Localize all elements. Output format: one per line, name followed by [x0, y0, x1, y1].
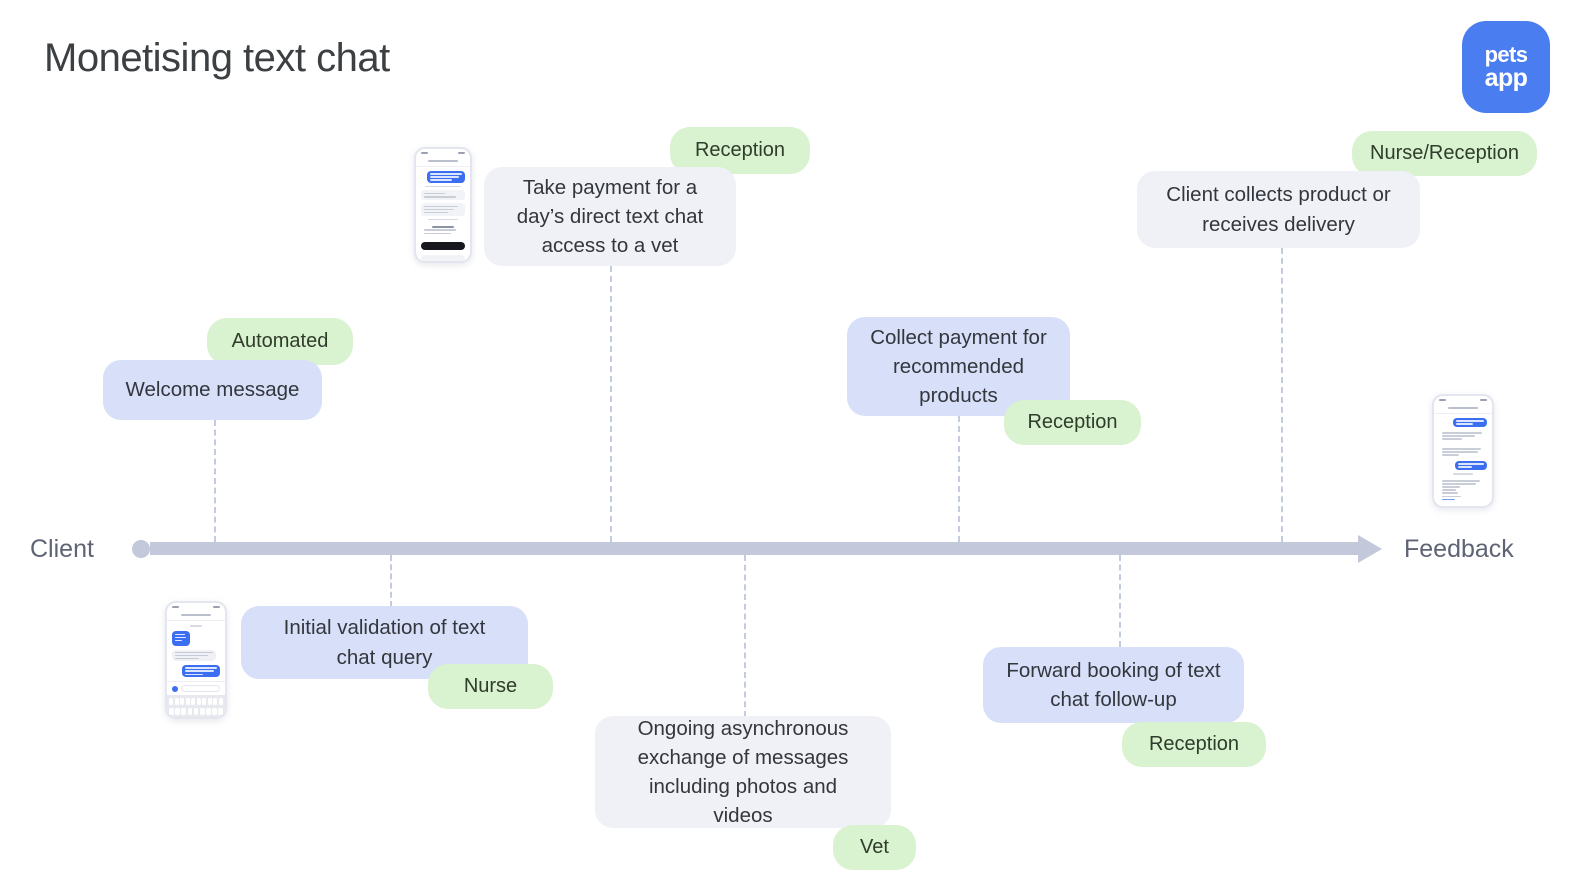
chat-bubble-outgoing — [1455, 461, 1487, 470]
role-tag-automated: Automated — [207, 318, 353, 365]
phone-divider — [1453, 472, 1473, 475]
phone-body — [416, 167, 470, 261]
phone-pay-button[interactable] — [421, 241, 465, 250]
phone-info-block — [421, 203, 465, 216]
step-card-text: Initial validation of text chat query — [283, 616, 486, 669]
timeline-end-label: Feedback — [1404, 535, 1514, 563]
phone-status-bar — [416, 149, 470, 156]
chat-avatar — [172, 630, 190, 646]
step-card-text: Welcome message — [125, 378, 300, 402]
phone-header — [167, 610, 225, 621]
step-card-text: Ongoing asynchronous exchange of message… — [637, 716, 849, 828]
phone-info-block — [421, 190, 465, 201]
step-card-take-payment[interactable]: Take payment for a day’s direct text cha… — [484, 167, 736, 266]
connector-collect-payment — [958, 416, 960, 542]
phone-timestamp — [189, 625, 203, 627]
phone-keyboard[interactable] — [167, 695, 225, 719]
phone-info-block — [1439, 430, 1487, 443]
connector-welcome-message — [214, 420, 216, 542]
phone-product-list-block — [1439, 478, 1487, 503]
role-tag-reception-take-payment: Reception — [670, 127, 810, 174]
role-tag-nurse-reception: Nurse/Reception — [1352, 131, 1537, 176]
phone-message-field[interactable] — [181, 685, 220, 693]
connector-client-collects — [1281, 248, 1283, 542]
chat-bubble-outgoing — [427, 171, 465, 183]
role-tag-label: Reception — [1148, 733, 1240, 755]
step-card-collect-payment[interactable]: Collect payment for recommended products — [847, 317, 1070, 416]
phone-message-input-bar[interactable] — [167, 681, 225, 695]
step-card-ongoing-exchange[interactable]: Ongoing asynchronous exchange of message… — [595, 716, 891, 828]
role-tag-reception-collect-payment: Reception — [1004, 400, 1141, 445]
role-tag-label: Nurse — [463, 675, 518, 697]
role-tag-label: Reception — [1027, 411, 1118, 433]
phone-mockup-payment-request — [414, 147, 472, 263]
keyboard-row — [169, 698, 223, 706]
step-card-welcome-message[interactable]: Welcome message — [103, 360, 322, 420]
step-card-client-collects-product[interactable]: Client collects product or receives deli… — [1137, 171, 1420, 248]
phone-body — [167, 621, 225, 681]
phone-info-block — [1439, 445, 1487, 458]
role-tag-label: Nurse/Reception — [1370, 142, 1519, 164]
connector-initial-validation — [390, 555, 392, 607]
phone-attach-icon — [172, 685, 178, 692]
phone-header — [416, 156, 470, 167]
keyboard-row — [168, 707, 224, 715]
step-card-text: Collect payment for recommended products — [870, 325, 1047, 408]
petsapp-logo: pets app — [1462, 21, 1550, 113]
phone-divider — [425, 185, 461, 188]
connector-ongoing-exchange — [744, 555, 746, 717]
phone-body — [1434, 414, 1492, 506]
timeline-arrow-icon — [1358, 535, 1382, 563]
role-tag-label: Vet — [860, 836, 889, 858]
step-card-text: Client collects product or receives deli… — [1166, 183, 1391, 236]
phone-status-bar — [1434, 396, 1492, 403]
phone-payment-block — [421, 223, 465, 236]
chat-bubble-incoming — [172, 649, 216, 662]
logo-line-app: app — [1484, 63, 1528, 92]
step-card-text: Forward booking of text chat follow-up — [1006, 658, 1221, 711]
role-tag-reception-forward-booking: Reception — [1122, 722, 1266, 767]
phone-mockup-product-list — [1432, 394, 1494, 508]
role-tag-nurse: Nurse — [428, 664, 553, 709]
page-title: Monetising text chat — [44, 36, 390, 80]
chat-bubble-outgoing — [1453, 418, 1487, 427]
step-card-forward-booking[interactable]: Forward booking of text chat follow-up — [983, 647, 1244, 723]
chat-bubble-outgoing — [182, 665, 220, 678]
timeline-start-dot — [132, 540, 150, 558]
role-tag-vet: Vet — [833, 825, 916, 870]
phone-header — [1434, 403, 1492, 414]
role-tag-label: Reception — [694, 139, 786, 161]
connector-forward-booking — [1119, 555, 1121, 647]
connector-take-payment — [610, 266, 612, 542]
phone-change-method-button[interactable] — [421, 254, 465, 261]
role-tag-label: Automated — [231, 330, 329, 352]
phone-mockup-chat-keyboard — [165, 601, 227, 719]
timeline-start-label: Client — [30, 535, 94, 563]
phone-status-bar — [167, 603, 225, 610]
logo-line-pets: pets — [1484, 42, 1528, 68]
timeline-axis-bar — [150, 542, 1362, 555]
phone-message-input-bar[interactable] — [1434, 507, 1492, 508]
keyboard-row — [169, 717, 223, 719]
step-card-text: Take payment for a day’s direct text cha… — [516, 175, 704, 258]
phone-divider — [427, 218, 459, 221]
